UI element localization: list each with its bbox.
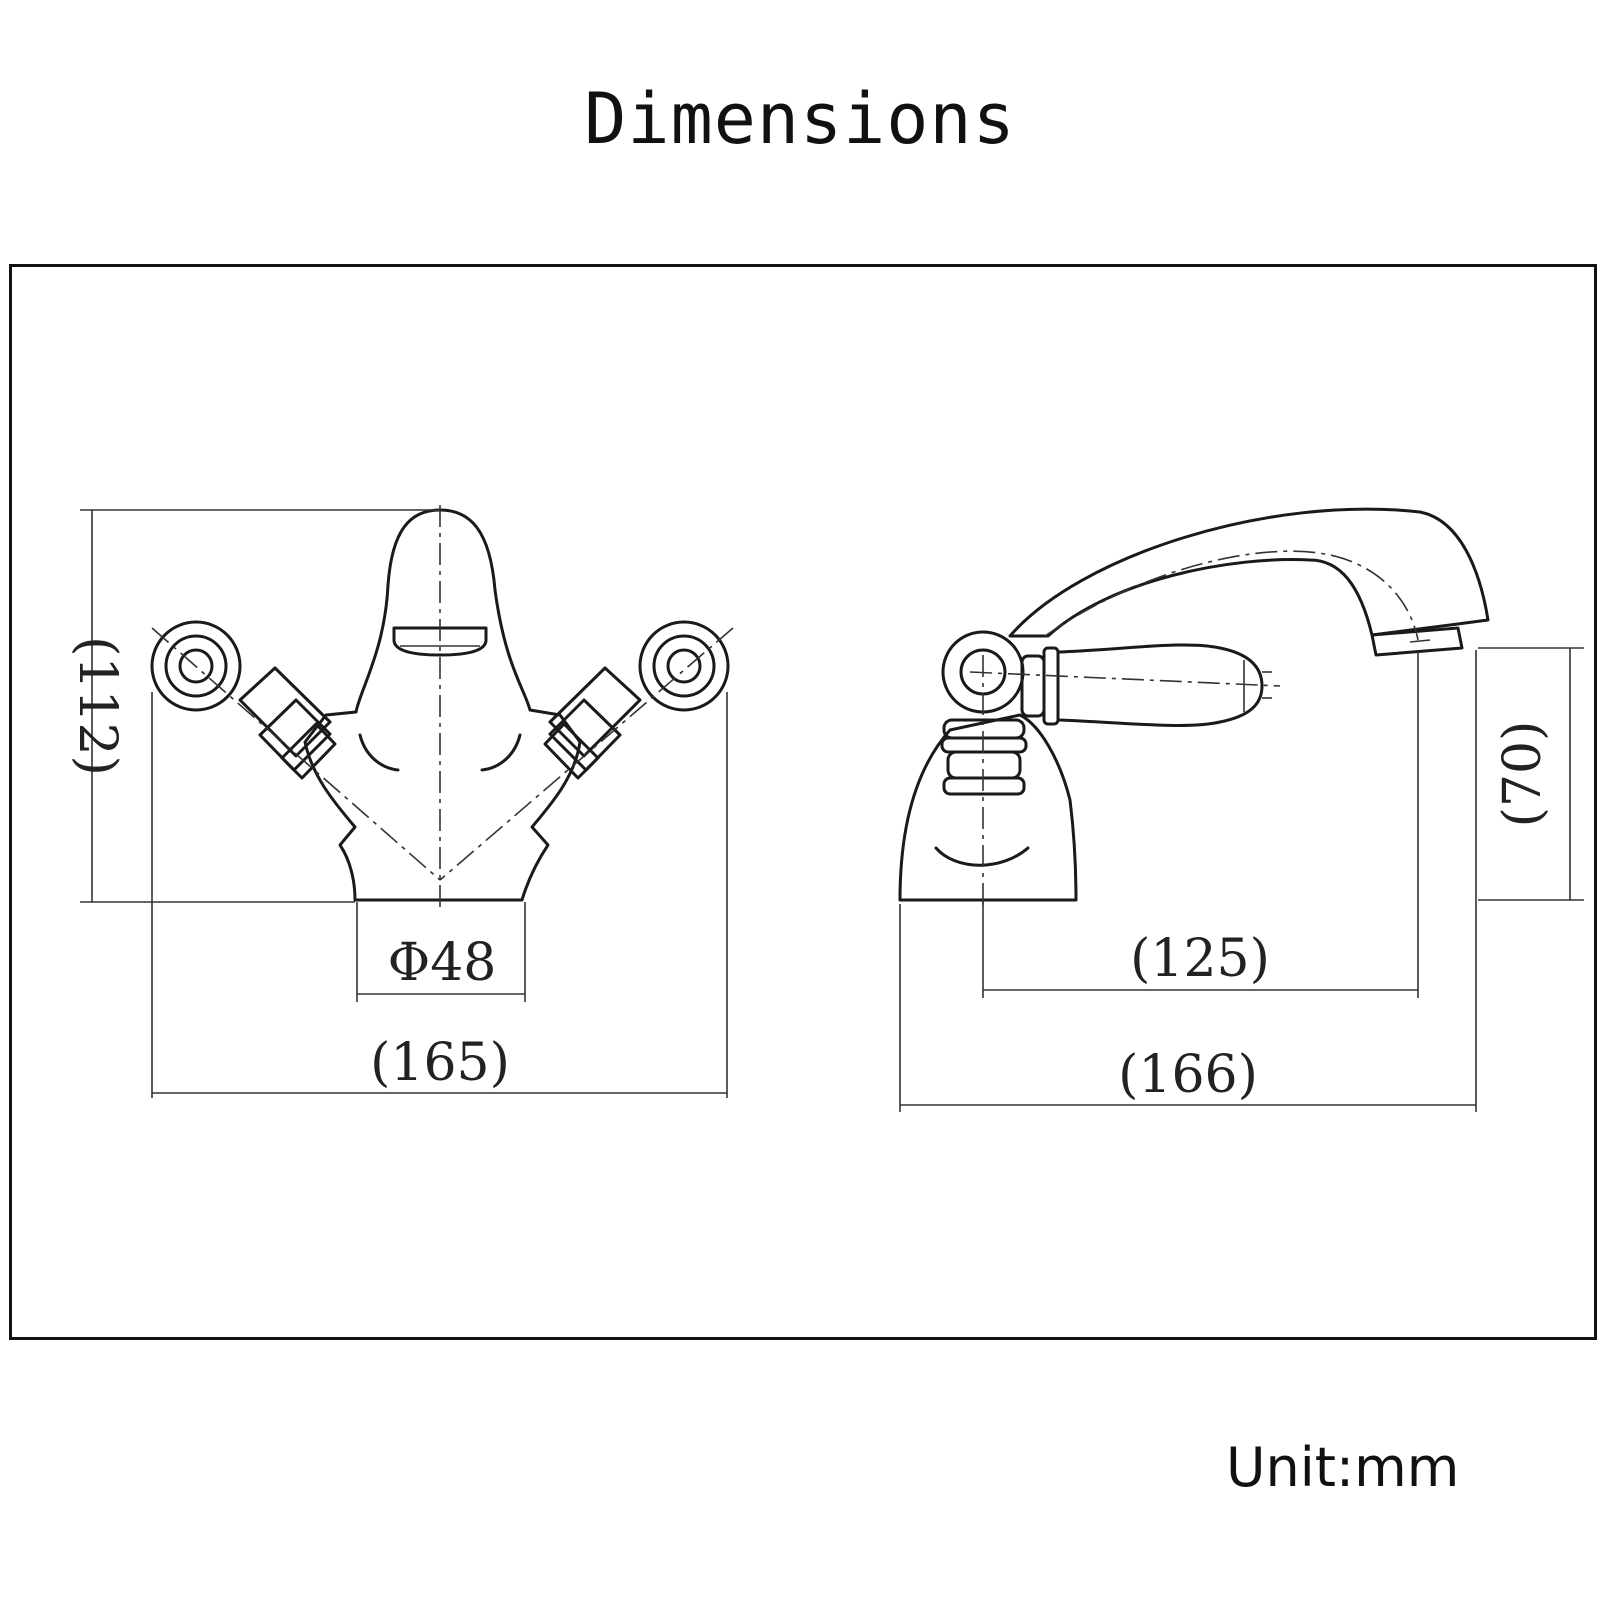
front-body-outline (303, 508, 582, 902)
right-handle-cross-icon (638, 620, 730, 712)
side-lever-centerline (969, 671, 1281, 687)
unit-note: Unit:mm (1226, 1436, 1460, 1499)
front-left-centerline (151, 627, 441, 881)
dim-label-height-112: (112) (67, 636, 127, 776)
dim-label-spout-reach-125: (125) (1130, 929, 1270, 989)
dim-label-spout-height-70: (70) (1493, 721, 1553, 828)
right-valve-arm (548, 666, 642, 758)
side-body-arc (934, 846, 1030, 867)
dim-label-depth-166: (166) (1118, 1045, 1258, 1105)
side-spout (1008, 507, 1490, 638)
front-view: (112) Φ48 (165) (67, 505, 734, 1098)
side-spout-centerline (1044, 550, 1419, 641)
left-handle-cross-icon (150, 620, 242, 712)
side-view: (70) (125) (166) (898, 507, 1584, 1112)
dim-label-width-165: (165) (370, 1033, 510, 1093)
side-valve-stack (940, 630, 1028, 796)
side-body-outline (898, 713, 1078, 902)
front-spout-tip (392, 626, 488, 657)
front-body-arc-left (358, 733, 400, 772)
page-title: Dimensions (584, 78, 1016, 160)
drawing-frame (9, 264, 1597, 1340)
side-lever-handle-icon (1020, 643, 1272, 727)
front-right-centerline (439, 627, 734, 881)
front-body-arc-right (480, 733, 522, 772)
side-spout-aerator (1370, 626, 1464, 657)
dim-label-base-48: Φ48 (388, 933, 497, 993)
